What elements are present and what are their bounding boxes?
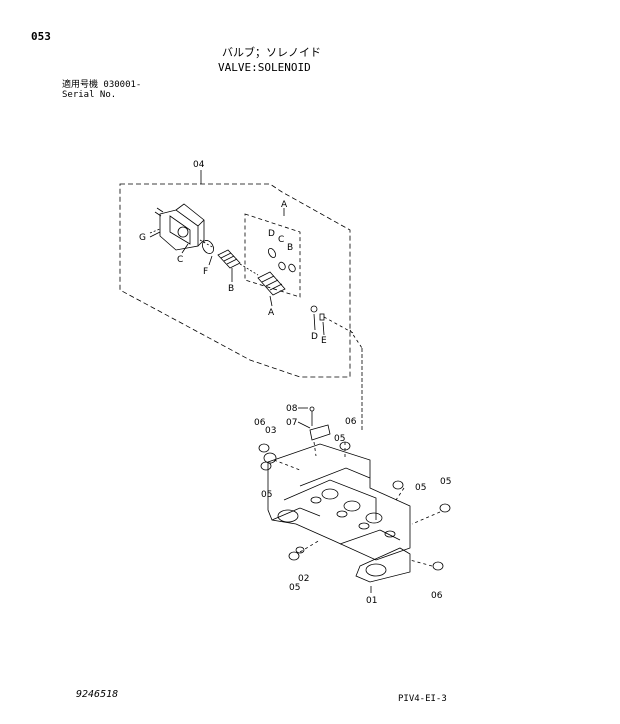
callout-08: 08 [286, 404, 298, 414]
callout-b-left: B [228, 284, 234, 294]
callout-a-top: A [281, 200, 288, 210]
callout-b-top: B [287, 243, 293, 253]
o-ring-f [202, 240, 214, 254]
callout-d-bottom: D [311, 332, 318, 342]
callout-05-d: 05 [440, 477, 451, 487]
callout-02: 02 [298, 574, 309, 584]
callout-c-top: C [278, 235, 284, 245]
callout-07: 07 [286, 418, 297, 428]
valve-spool-a [257, 248, 296, 296]
callout-d-top: D [268, 229, 275, 239]
callout-a-bottom: A [268, 308, 275, 318]
callout-03: 03 [265, 426, 276, 436]
plug-parts [258, 441, 451, 571]
title-english: VALVE:SOLENOID [218, 61, 311, 74]
cartridge-b [217, 249, 241, 269]
subgroup-a-box [244, 213, 301, 298]
reference-code: PIV4-EI-3 [398, 694, 447, 704]
callout-05-e: 05 [289, 583, 300, 593]
valve-body-01 [267, 443, 411, 583]
solenoid-coil [154, 203, 205, 251]
callout-e: E [321, 336, 327, 346]
callout-06-left: 06 [254, 418, 266, 428]
callout-04: 04 [193, 160, 205, 170]
assembly-04-boundary [119, 183, 351, 378]
callout-05-a: 05 [334, 434, 345, 444]
title-japanese: バルブ；ソレノイド [222, 46, 321, 59]
plate-07 [309, 424, 331, 441]
callout-06-right: 06 [431, 591, 443, 601]
serial-label-japanese: 適用号機 030001- [62, 80, 142, 90]
document-number: 9246518 [76, 689, 119, 700]
callout-c-left: C [177, 255, 183, 265]
callout-f: F [203, 267, 208, 277]
callout-05-b: 05 [261, 490, 272, 500]
callout-06-top: 06 [345, 417, 357, 427]
callout-05-c: 05 [415, 483, 426, 493]
callout-01: 01 [366, 596, 377, 606]
callout-g: G [139, 233, 146, 243]
page-number: 053 [31, 30, 51, 43]
serial-label-english: Serial No. [62, 90, 117, 100]
